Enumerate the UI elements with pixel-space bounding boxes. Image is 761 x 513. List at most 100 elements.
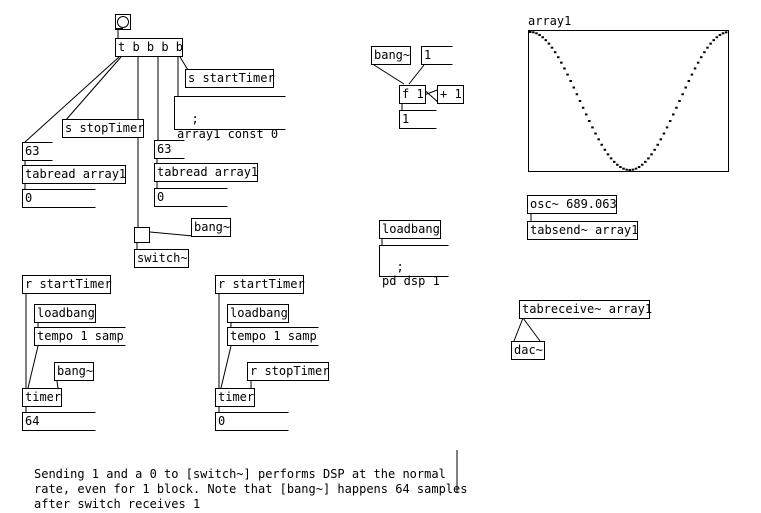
mid-number-input[interactable]: 63 [154,140,185,159]
array-point [628,169,632,171]
mid-tempo-message[interactable]: tempo 1 samp [227,327,319,346]
send-stoptimer-object[interactable]: s stopTimer [62,119,144,138]
array-point [684,86,687,89]
send-starttimer-object[interactable]: s startTimer [185,69,275,88]
array-point [606,153,610,156]
array-point [616,163,619,166]
array-point [721,32,725,35]
array-point [588,120,591,123]
array-point [594,132,597,135]
one-message[interactable]: 1 [421,46,453,65]
array-point [541,36,544,39]
array-point [634,167,638,170]
mid-number-output[interactable]: 0 [154,188,228,207]
comment-line-3: after switch receives 1 [34,497,201,511]
array-point [591,126,594,129]
array-point [681,93,684,96]
mid-timer-number[interactable]: 0 [215,412,289,431]
array-point [566,73,569,76]
array-point [656,143,659,146]
top-bang-button[interactable] [115,14,131,30]
array-point [687,79,691,82]
array-point [662,132,666,135]
array-point [653,148,656,151]
array-point [603,148,607,151]
array-point [572,86,576,89]
array-point [529,31,532,33]
array-point [672,113,675,116]
array-point [581,106,585,109]
mid-timer-object[interactable]: timer [215,388,255,407]
mid-receive-starttimer-object[interactable]: r startTimer [215,275,305,294]
array-point [644,160,647,163]
left-timer-number[interactable]: 64 [22,412,96,431]
array-point [625,168,628,171]
array-point [693,67,697,70]
array-point [622,167,625,170]
array-point [712,39,715,42]
patch-comment: Sending 1 and a 0 to [switch~] performs … [34,452,467,512]
comment-line-2: rate, even for 1 block. Note that [bang~… [34,482,468,496]
counter-number[interactable]: 1 [399,110,437,129]
mid-loadbang-object[interactable]: loadbang [227,304,289,323]
bang-tilde-switch-object[interactable]: bang~ [191,218,231,237]
array-point [668,120,672,123]
dsp-toggle[interactable] [134,227,150,243]
array-point [532,31,535,34]
array-const-line2: array1 const 0 [177,127,279,141]
array-point [724,31,728,34]
left-loadbang-object[interactable]: loadbang [34,304,96,323]
array-point [600,143,604,146]
counter-bang-tilde-object[interactable]: bang~ [371,46,411,65]
left-number-input[interactable]: 63 [22,142,53,161]
array-point [544,39,548,42]
array-point [575,93,579,96]
receive-stoptimer-object[interactable]: r stopTimer [247,362,329,381]
float-object[interactable]: f 1 [399,85,426,104]
array-point [637,166,641,169]
array-point [619,166,622,169]
array-point [550,46,554,49]
array-point [650,153,653,156]
switch-object[interactable]: switch~ [134,249,189,268]
array-graph[interactable] [528,30,729,172]
array-point [612,160,616,163]
array-point [535,32,538,35]
array-point [584,113,588,116]
left-tabread-object[interactable]: tabread array1 [22,165,126,184]
plus-one-object[interactable]: + 1 [437,85,464,104]
osc-object[interactable]: osc~ 689.063 [527,195,617,214]
tabsend-object[interactable]: tabsend~ array1 [527,221,638,240]
array-point [560,61,563,64]
array-point [665,126,669,129]
mid-tabread-object[interactable]: tabread array1 [154,163,258,182]
left-bang-tilde-object[interactable]: bang~ [54,362,94,381]
array-point [647,157,650,160]
trigger-object[interactable]: t b b b b [115,38,183,57]
dac-object[interactable]: dac~ [511,341,545,360]
array-point [640,163,644,166]
array-point [718,33,722,36]
left-receive-starttimer-object[interactable]: r startTimer [22,275,112,294]
left-tempo-message[interactable]: tempo 1 samp [34,327,126,346]
pd-dsp-message[interactable]: ;pd dsp 1 [379,245,449,288]
dsp-loadbang-object[interactable]: loadbang [379,220,441,239]
array-point [569,79,572,82]
array-point [709,42,712,45]
array-point [690,73,694,76]
tabreceive-object[interactable]: tabreceive~ array1 [519,300,652,319]
array-point [703,51,706,54]
pd-dsp-line2: pd dsp 1 [382,274,440,288]
array-point [700,56,703,59]
pd-dsp-line1: ; [396,260,404,274]
left-timer-object[interactable]: timer [22,388,62,407]
array-graph-frame [528,30,729,172]
array-point [678,100,681,102]
left-number-output[interactable]: 0 [22,189,96,208]
array-point [715,36,719,39]
array-point [675,106,678,109]
array-const-line1: ; [191,112,199,126]
array-point [563,67,566,70]
array-const-message[interactable]: ;array1 const 0 [174,96,286,141]
